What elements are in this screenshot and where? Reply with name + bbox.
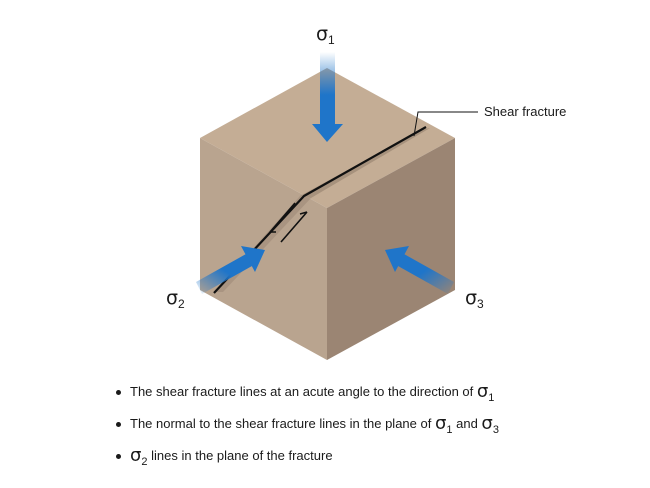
sigma2-label: σ2 bbox=[166, 287, 185, 311]
shear-fracture-label: Shear fracture bbox=[484, 104, 566, 119]
shear-sense-arrow-upper bbox=[269, 202, 296, 233]
sigma2-arrow bbox=[196, 246, 265, 294]
sigma3-arrow bbox=[385, 246, 454, 294]
cube-left-face bbox=[200, 138, 327, 360]
bullet-sigma2-plane: σ2 lines in the plane of the fracture bbox=[116, 447, 499, 470]
sigma3-label: σ3 bbox=[465, 287, 484, 311]
shear-sense-arrow-lower bbox=[280, 211, 308, 243]
shear-fracture-leader bbox=[413, 111, 478, 137]
sigma1-label: σ1 bbox=[316, 23, 335, 47]
bullet-normal-plane: The normal to the shear fracture lines i… bbox=[116, 415, 499, 438]
bullet-acute-angle: The shear fracture lines at an acute ang… bbox=[116, 383, 499, 406]
explanation-list: The shear fracture lines at an acute ang… bbox=[116, 383, 499, 480]
sigma1-arrow bbox=[312, 52, 343, 142]
